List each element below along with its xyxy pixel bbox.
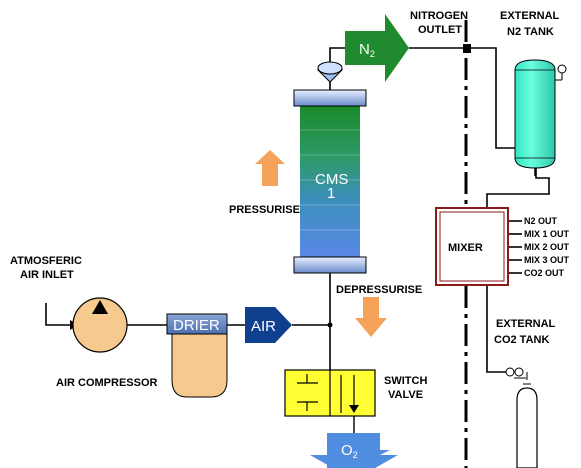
pipes: [45, 47, 550, 373]
o2-arrow-body: [310, 433, 398, 468]
o2-arrow-label: O2: [341, 442, 358, 460]
pressurise-label: PRESSURISE: [229, 204, 300, 216]
mixer-output-mix1: MIX 1 OUT: [524, 229, 570, 239]
air-arrow-icon: [245, 307, 292, 343]
atmosferic-label-2: AIR INLET: [20, 269, 74, 281]
nitrogen-outlet-fitting: [463, 44, 471, 53]
drier: [166, 313, 228, 398]
mixer-box: [435, 207, 509, 286]
external-n2-tank-label-2: N2 TANK: [507, 26, 554, 38]
mixer-output-mix2: MIX 2 OUT: [524, 242, 570, 252]
cms-label-1: CMS: [315, 171, 348, 188]
co2-regulator: [505, 367, 531, 385]
n2-arrow-label: N2: [359, 41, 375, 59]
air-compressor-label: AIR COMPRESSOR: [56, 377, 158, 389]
nitrogen-outlet-label-2: OUTLET: [418, 24, 462, 36]
n2-tank: [514, 59, 567, 176]
air-arrow-label: AIR: [251, 318, 276, 335]
switch-valve: [284, 369, 376, 433]
pressurise-arrow-icon: [255, 150, 285, 186]
depressurise-label: DEPRESSURISE: [336, 284, 422, 296]
n2-tank-gauge-icon: [557, 64, 567, 74]
external-co2-tank-label-2: CO2 TANK: [494, 334, 549, 346]
co2-cylinder: [516, 387, 538, 468]
filter-icon: [316, 61, 344, 83]
atmosferic-label-1: ATMOSFERIC: [10, 255, 82, 267]
drier-label: DRIER: [173, 317, 220, 334]
air-compressor: [72, 297, 128, 353]
n2-arrow-icon: [345, 14, 409, 82]
switch-valve-label-2: VALVE: [388, 389, 423, 401]
nitrogen-outlet-label-1: NITROGEN: [410, 10, 468, 22]
external-co2-tank-label-1: EXTERNAL: [496, 318, 556, 330]
cms-label-2: 1: [327, 185, 335, 202]
switch-valve-label-1: SWITCH: [384, 375, 427, 387]
external-n2-tank-label-1: EXTERNAL: [500, 10, 560, 22]
depressurise-arrow-icon: [355, 297, 387, 337]
mixer-output-mix3: MIX 3 OUT: [524, 255, 570, 265]
mixer-output-co2: CO2 OUT: [524, 268, 565, 278]
cms-column: [293, 89, 367, 274]
mixer-label: MIXER: [448, 242, 483, 254]
mixer-output-n2: N2 OUT: [524, 216, 558, 226]
junction-dot: [327, 322, 333, 328]
